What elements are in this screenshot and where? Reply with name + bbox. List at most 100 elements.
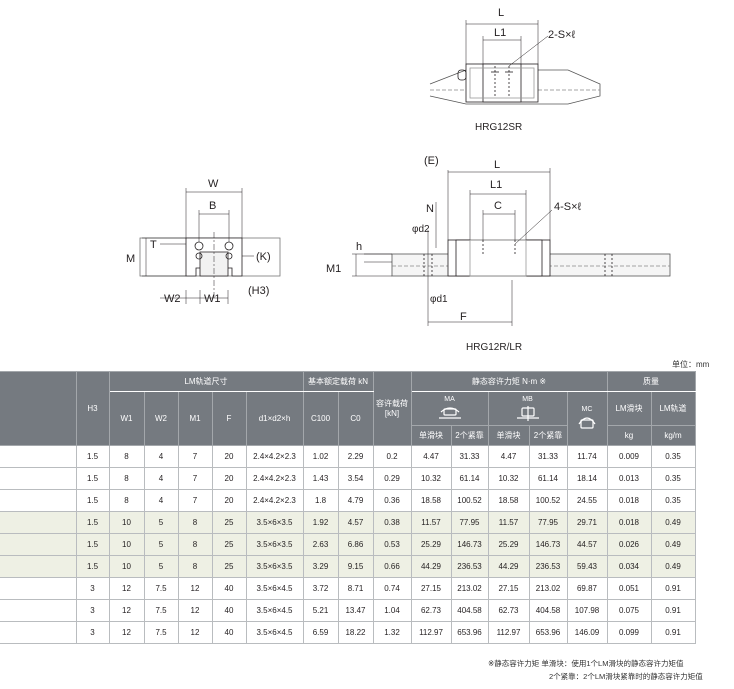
row-blank-cell — [0, 489, 77, 512]
table-cell: 9.15 — [337, 555, 374, 578]
table-cell: 1.32 — [372, 621, 412, 644]
table-cell: 62.73 — [487, 599, 530, 622]
table-cell: 25 — [211, 511, 247, 534]
table-cell: 0.018 — [606, 511, 652, 534]
table-cell: 11.74 — [566, 445, 608, 468]
top-view-drawing — [429, 20, 601, 105]
table-cell: 11.57 — [487, 511, 530, 534]
header-mb-double: 2个紧靠 — [528, 425, 568, 446]
table-cell: 0.35 — [650, 489, 696, 512]
table-cell: 3.5×6×4.5 — [245, 577, 304, 600]
table-cell: 8 — [177, 533, 213, 556]
header-w2: W2 — [143, 391, 179, 446]
label-side-screw: 4-S×ℓ — [554, 201, 582, 213]
table-cell: 5.21 — [302, 599, 339, 622]
header-c100: C100 — [302, 391, 339, 446]
table-cell: 653.96 — [450, 621, 489, 644]
table-cell: 1.04 — [372, 599, 412, 622]
table-cell: 8 — [177, 511, 213, 534]
table-cell: 18.14 — [566, 467, 608, 490]
caption-hrg12sr: HRG12SR — [475, 122, 522, 133]
mc-label: MC — [581, 405, 593, 413]
header-allow-load: 容许载荷 [kN] — [372, 371, 412, 446]
table-cell: 44.57 — [566, 533, 608, 556]
table-cell: 0.53 — [372, 533, 412, 556]
table-cell: 4.47 — [410, 445, 452, 468]
table-cell: 1.02 — [302, 445, 339, 468]
table-cell: 10.32 — [410, 467, 452, 490]
table-cell: 0.009 — [606, 445, 652, 468]
table-cell: 404.58 — [450, 599, 489, 622]
ma-label: MA — [444, 395, 455, 403]
table-cell: 10 — [108, 511, 145, 534]
moment-mc-icon — [578, 416, 596, 429]
table-cell: 8 — [108, 489, 145, 512]
label-side-h: h — [356, 241, 362, 253]
table-cell: 3.72 — [302, 577, 339, 600]
table-cell: 8 — [177, 555, 213, 578]
label-end-K: (K) — [256, 251, 271, 263]
caption-hrg12r-lr: HRG12R/LR — [466, 342, 522, 353]
table-cell: 0.075 — [606, 599, 652, 622]
moment-mb-icon — [516, 405, 539, 421]
header-rail-group: LM轨道尺寸 — [108, 371, 304, 392]
table-cell: 0.36 — [372, 489, 412, 512]
table-cell: 4.79 — [337, 489, 374, 512]
table-cell: 18.22 — [337, 621, 374, 644]
header-mass-group: 质量 — [606, 371, 696, 392]
table-cell: 1.92 — [302, 511, 339, 534]
unit-note: 单位：mm — [672, 360, 710, 369]
table-cell: 0.74 — [372, 577, 412, 600]
label-side-L1: L1 — [490, 179, 502, 191]
table-cell: 12 — [177, 577, 213, 600]
table-cell: 0.2 — [372, 445, 412, 468]
table-cell: 7 — [177, 467, 213, 490]
label-end-M: M — [126, 253, 135, 265]
table-cell: 25.29 — [410, 533, 452, 556]
table-cell: 112.97 — [487, 621, 530, 644]
table-cell: 1.5 — [75, 555, 110, 578]
table-cell: 0.099 — [606, 621, 652, 644]
table-cell: 0.49 — [650, 511, 696, 534]
table-cell: 44.29 — [410, 555, 452, 578]
table-cell: 213.02 — [450, 577, 489, 600]
table-cell: 146.09 — [566, 621, 608, 644]
header-block-mass: LM滑块 — [606, 391, 652, 426]
label-side-M1: M1 — [326, 263, 341, 275]
table-cell: 3.29 — [302, 555, 339, 578]
table-cell: 1.5 — [75, 511, 110, 534]
table-cell: 1.5 — [75, 489, 110, 512]
label-side-N: N — [426, 203, 434, 215]
table-cell: 69.87 — [566, 577, 608, 600]
table-cell: 3.5×6×4.5 — [245, 621, 304, 644]
spec-table: H3 LM轨道尺寸 基本额定载荷 kN 容许载荷 [kN] 静态容许力矩 N·m… — [0, 371, 696, 644]
header-c0: C0 — [337, 391, 374, 446]
row-blank-cell — [0, 511, 77, 534]
label-end-W: W — [208, 178, 219, 190]
table-cell: 25 — [211, 555, 247, 578]
table-cell: 4 — [143, 489, 179, 512]
table-cell: 10 — [108, 555, 145, 578]
table-cell: 4 — [143, 445, 179, 468]
table-cell: 3 — [75, 621, 110, 644]
table-cell: 3.54 — [337, 467, 374, 490]
moment-ma-icon — [438, 406, 461, 419]
mb-label: MB — [522, 395, 533, 403]
label-side-d2: φd2 — [412, 224, 430, 235]
header-mb: MB — [487, 391, 568, 426]
label-end-T: T — [150, 239, 157, 251]
table-cell: 61.14 — [450, 467, 489, 490]
table-cell: 7.5 — [143, 599, 179, 622]
table-cell: 25 — [211, 533, 247, 556]
table-cell: 2.4×4.2×2.3 — [245, 489, 304, 512]
row-blank-cell — [0, 577, 77, 600]
header-ma-single: 单滑块 — [410, 425, 452, 446]
table-cell: 1.5 — [75, 533, 110, 556]
table-cell: 0.051 — [606, 577, 652, 600]
row-blank-cell — [0, 445, 77, 468]
table-cell: 7 — [177, 445, 213, 468]
